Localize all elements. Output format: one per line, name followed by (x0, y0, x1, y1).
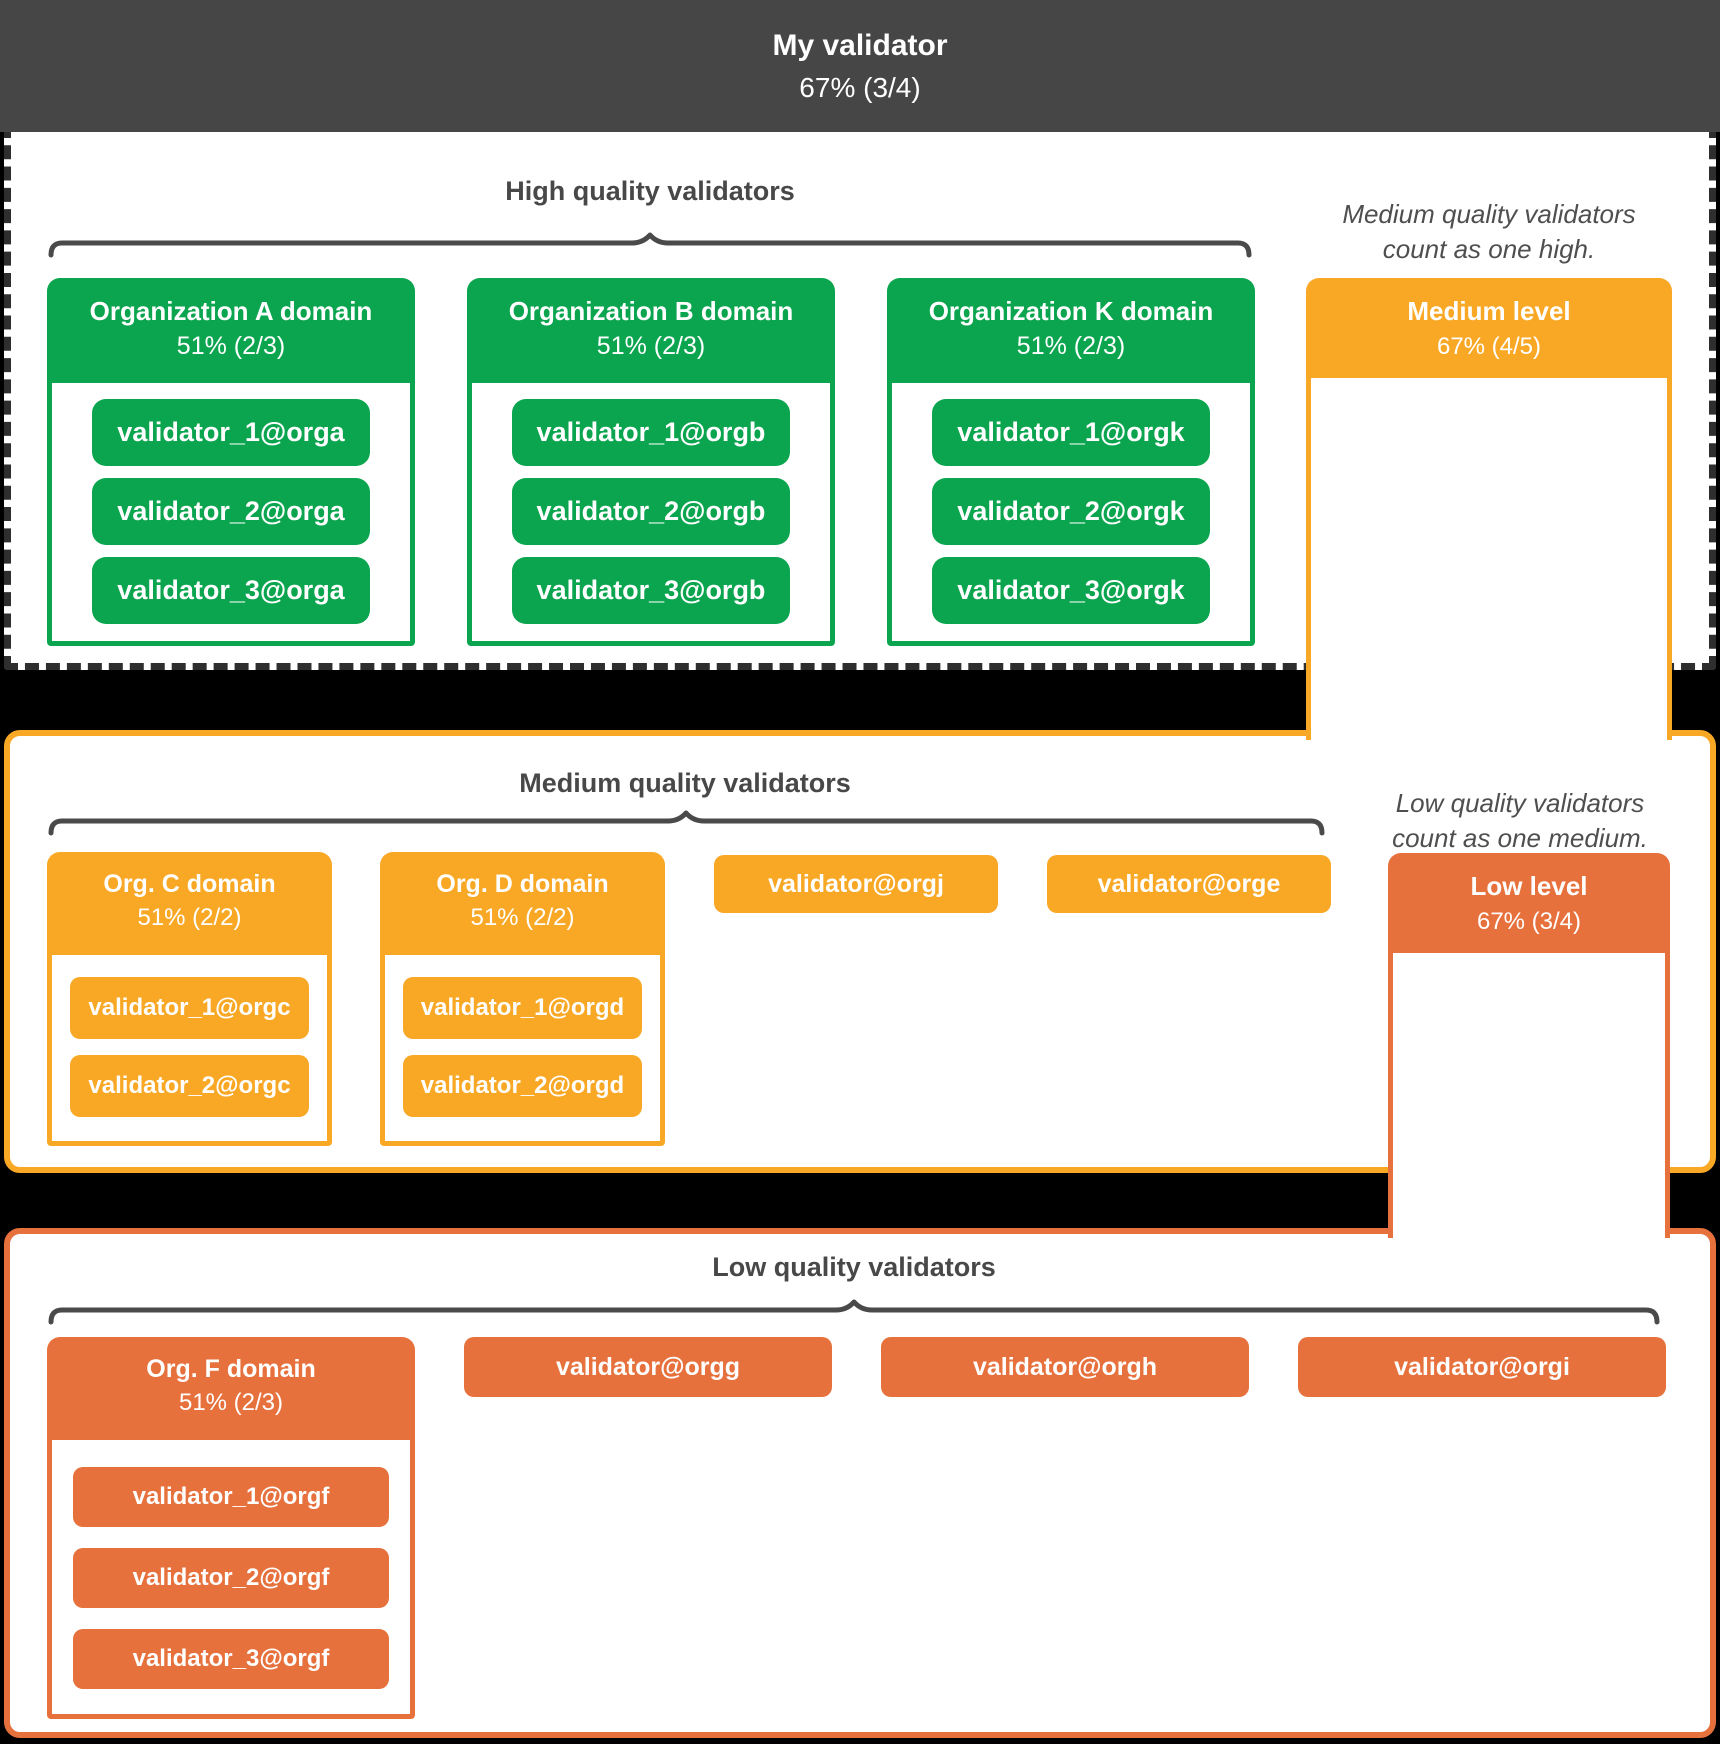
root-validator-bar: My validator 67% (3/4) (0, 0, 1720, 132)
validator-pill: validator_3@orga (92, 557, 370, 624)
org-header: Organization A domain 51% (2/3) (47, 278, 415, 378)
note-line: Low quality validators (1395, 788, 1645, 818)
low-level-stat: 67% (3/4) (1476, 907, 1582, 935)
medium-level-connector (1306, 378, 1672, 740)
validator-pill: validator_3@orgf (73, 1629, 389, 1689)
validator-pill: validator@orgg (464, 1337, 832, 1397)
org-name: Organization B domain (508, 295, 794, 326)
org-box: Org. F domain 51% (2/3) validator_1@orgf… (47, 1337, 415, 1719)
org-validator-list: validator_1@orgc validator_2@orgc (47, 950, 332, 1146)
org-box: Organization K domain 51% (2/3) validato… (887, 278, 1255, 646)
low-level-title: Low level (1470, 870, 1588, 901)
org-header: Org. F domain 51% (2/3) (47, 1337, 415, 1435)
validator-pill: validator_1@orgb (512, 399, 790, 466)
medium-level-title: Medium level (1407, 295, 1571, 326)
low-level-note: Low quality validators count as one medi… (1320, 786, 1720, 856)
medium-section-title: Medium quality validators (519, 768, 851, 798)
validator-pill: validator_2@orga (92, 478, 370, 545)
org-box: Organization A domain 51% (2/3) validato… (47, 278, 415, 646)
org-name: Organization K domain (928, 295, 1214, 326)
org-threshold-stat: 51% (2/2) (470, 904, 575, 931)
low-level-connector (1388, 953, 1670, 1238)
org-header: Org. C domain 51% (2/2) (47, 852, 332, 950)
low-level-header: Low level 67% (3/4) (1388, 853, 1670, 953)
org-header: Org. D domain 51% (2/2) (380, 852, 665, 950)
org-name: Org. F domain (146, 1355, 316, 1383)
medium-level-note: Medium quality validators count as one h… (1289, 197, 1689, 267)
high-section-title: High quality validators (505, 176, 795, 206)
org-validator-list: validator_1@orga validator_2@orga validato… (47, 378, 415, 646)
org-name: Org. D domain (436, 870, 609, 898)
org-validator-list: validator_1@orgf validator_2@orgf validato… (47, 1435, 415, 1719)
validator-pill: validator_2@orgc (70, 1055, 309, 1117)
low-brace-icon (48, 1299, 1660, 1325)
high-brace-icon (48, 232, 1252, 258)
low-section-title: Low quality validators (712, 1252, 996, 1282)
validator-pill: validator_1@orgf (73, 1467, 389, 1527)
org-box: Org. D domain 51% (2/2) validator_1@orgd… (380, 852, 665, 1146)
validator-pill: validator_3@orgb (512, 557, 790, 624)
root-validator-stat: 67% (3/4) (799, 71, 921, 103)
org-header: Organization B domain 51% (2/3) (467, 278, 835, 378)
validator-pill: validator@orge (1047, 855, 1331, 913)
validator-pill: validator_2@orgb (512, 478, 790, 545)
low-standalone-validator-list: validator@orgg validator@orgh validator@or… (464, 1337, 1666, 1397)
org-box: Organization B domain 51% (2/3) validato… (467, 278, 835, 646)
org-threshold-stat: 51% (2/3) (176, 331, 286, 360)
validator-pill: validator_1@orgc (70, 977, 309, 1039)
medium-brace-icon (48, 810, 1325, 836)
high-org-list: Organization A domain 51% (2/3) validato… (47, 278, 1255, 646)
medium-level-header: Medium level 67% (4/5) (1306, 278, 1672, 378)
medium-standalone-validator-list: validator@orgj validator@orge (714, 855, 1331, 913)
validator-pill: validator@orgi (1298, 1337, 1666, 1397)
org-name: Org. C domain (103, 870, 276, 898)
validator-pill: validator_3@orgk (932, 557, 1210, 624)
org-threshold-stat: 51% (2/3) (596, 331, 706, 360)
org-threshold-stat: 51% (2/3) (178, 1389, 284, 1416)
validator-pill: validator_1@orga (92, 399, 370, 466)
org-threshold-stat: 51% (2/2) (137, 904, 242, 931)
note-line: count as one medium. (1392, 823, 1648, 853)
org-box: Org. C domain 51% (2/2) validator_1@orgc… (47, 852, 332, 1146)
low-org-list: Org. F domain 51% (2/3) validator_1@orgf… (47, 1337, 415, 1719)
note-line: Medium quality validators (1342, 199, 1636, 229)
medium-org-list: Org. C domain 51% (2/2) validator_1@orgc… (47, 852, 665, 1146)
validator-pill: validator_2@orgd (403, 1055, 642, 1117)
org-header: Organization K domain 51% (2/3) (887, 278, 1255, 378)
org-validator-list: validator_1@orgb validator_2@orgb validato… (467, 378, 835, 646)
org-threshold-stat: 51% (2/3) (1016, 331, 1126, 360)
validator-pill: validator_1@orgd (403, 977, 642, 1039)
validator-pill: validator_2@orgk (932, 478, 1210, 545)
validator-pill: validator@orgh (881, 1337, 1249, 1397)
medium-level-stat: 67% (4/5) (1436, 332, 1542, 360)
org-validator-list: validator_1@orgd validator_2@orgd (380, 950, 665, 1146)
root-validator-title: My validator (772, 28, 948, 62)
validator-pill: validator_2@orgf (73, 1548, 389, 1608)
validator-pill: validator@orgj (714, 855, 998, 913)
validator-pill: validator_1@orgk (932, 399, 1210, 466)
org-name: Organization A domain (89, 295, 373, 326)
note-line: count as one high. (1382, 234, 1596, 264)
org-validator-list: validator_1@orgk validator_2@orgk validato… (887, 378, 1255, 646)
